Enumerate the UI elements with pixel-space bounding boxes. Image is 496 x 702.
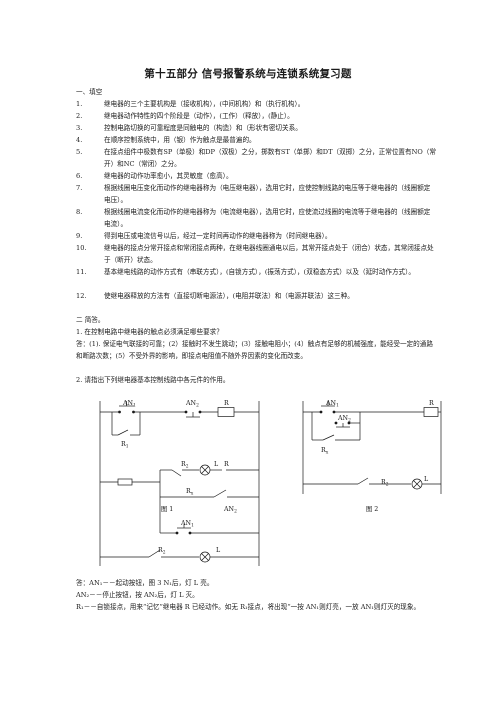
contact-rx <box>213 489 227 498</box>
item-number: 9. <box>76 232 83 240</box>
item-number: 12. <box>76 292 87 300</box>
item-number: 1. <box>76 100 83 108</box>
item-number: 10. <box>76 244 87 252</box>
item-text: 在顺序控制系统中，用（银）作为触点是最普遍的。 <box>104 136 256 144</box>
self-hold-contact-r1 <box>117 429 129 436</box>
item-text: 根据线圈电流变化而动作的继电器称为（电流继电器），选用它时，应使流过线圈的电流等… <box>104 208 431 228</box>
label-an2: AN2 <box>185 400 199 409</box>
label-l-fig2: L <box>424 476 429 483</box>
item-text: 基本继电线路的动作方式有（串联方式），(自锁方式），(振荡方式），(双稳态方式）… <box>104 268 416 276</box>
item-text: 控制电路切换的可靠程度是同触电的（构造）和（形状有密切关系。 <box>104 124 302 132</box>
item-number: 6. <box>76 172 83 180</box>
label-an1-fig2: AN1 <box>325 400 339 409</box>
item-text: 得到电压或电流信号以后，经过一定时间再动作的继电器称为（时间继电器）。 <box>104 232 332 240</box>
item-number: 2. <box>76 112 83 120</box>
page-title: 第十五部分 信号报警系统与连锁系统复习题 <box>144 68 352 80</box>
contact-r2 <box>171 469 182 477</box>
relay-coil-r <box>217 407 235 417</box>
answer-2-line-1: 答：AN₁－－起动按钮，图 3 N₁后，灯 L 亮。 <box>76 579 214 587</box>
item-text: 使继电器释放的方法有（直接切断电源法），(电阻并联法）和（电源并联法）这三种。 <box>104 292 354 300</box>
label-an2-fig2: AN2 <box>337 415 351 424</box>
label-r-row2: R <box>224 461 229 468</box>
item-number: 3. <box>76 124 83 132</box>
figure-2-caption: 图 2 <box>366 505 378 513</box>
item-number: 5. <box>76 148 83 156</box>
item-text: 在接点组件中极数有SP（单极）和DP（双极）之分，掷数有ST（单掷）和DT（双掷… <box>104 148 436 168</box>
label-l-lower: L <box>216 547 221 554</box>
item-text: 继电器的动作功率愈小，其灵敏度（愈高）。 <box>104 172 233 180</box>
item-text: 继电器的接点分常开接点和常闭接点两种，在继电器线圈通电以后，其常开接点处于（闭合… <box>104 244 434 264</box>
section-short-answer: 二 简答。 <box>76 316 105 324</box>
question-1: 1. 在控制电路中继电器的触点必须满足哪些要求？ <box>76 328 223 336</box>
answer-2-line-2: AN₂－－停止按钮，按 AN₂后，灯 L 灭。 <box>76 591 199 599</box>
label-r2: R2 <box>181 461 189 470</box>
circuit-figure-1: AN1 AN2 R R1 R2 L R <box>99 400 260 566</box>
label-r1: R1 <box>121 441 129 450</box>
section-fill-blank: 一、填空 <box>76 88 103 96</box>
label-an2-lower: AN2 <box>223 506 237 515</box>
circuit-figure-2: AN1 R AN2 Rx R2 L 图 2 <box>302 400 442 513</box>
label-rx: Rx <box>186 488 194 497</box>
label-l: L <box>214 461 219 468</box>
item-text: 继电器的三个主要机构是（接收机构），(中间机构）和（执行机构）。 <box>104 100 305 108</box>
label-r: R <box>224 400 229 407</box>
item-text: 继电器动作特性的四个阶段是（动作），(工作）（释放），(静止）。 <box>104 112 294 120</box>
contact-r2-lower <box>148 549 161 558</box>
figure-1-caption: 图 1 <box>161 505 173 513</box>
answer-1: 答：(1). 保证电气联接的可靠；(2）接触时不发生跳动；(3）接触电阻小；(4… <box>76 340 433 360</box>
contact-r2-fig2 <box>357 477 369 485</box>
item-number: 11. <box>76 268 87 276</box>
item-number: 4. <box>76 136 83 144</box>
item-text: 根据线圈电压变化而动作的继电器称为（电压继电器），选用它时，应使控制线路的电压等… <box>104 184 431 204</box>
label-r2-fig2: R2 <box>381 479 389 488</box>
label-an1: AN1 <box>122 400 136 409</box>
label-rx-fig2: Rx <box>321 447 329 456</box>
relay-coil-r-fig2 <box>423 407 439 417</box>
label-an1-lower: AN1 <box>180 520 194 529</box>
label-r-fig2: R <box>429 400 434 407</box>
item-number: 8. <box>76 208 83 216</box>
answer-2-line-3: R₁－－自锁接点，用来“记忆”继电器 R 已经动作。如无 R₁接点，将出现“一按… <box>76 603 421 611</box>
label-r2-lower: R2 <box>158 547 166 556</box>
item-number: 7. <box>76 184 83 192</box>
question-2: 2. 请指出下列继电器基本控制线路中各元件的作用。 <box>76 376 230 384</box>
